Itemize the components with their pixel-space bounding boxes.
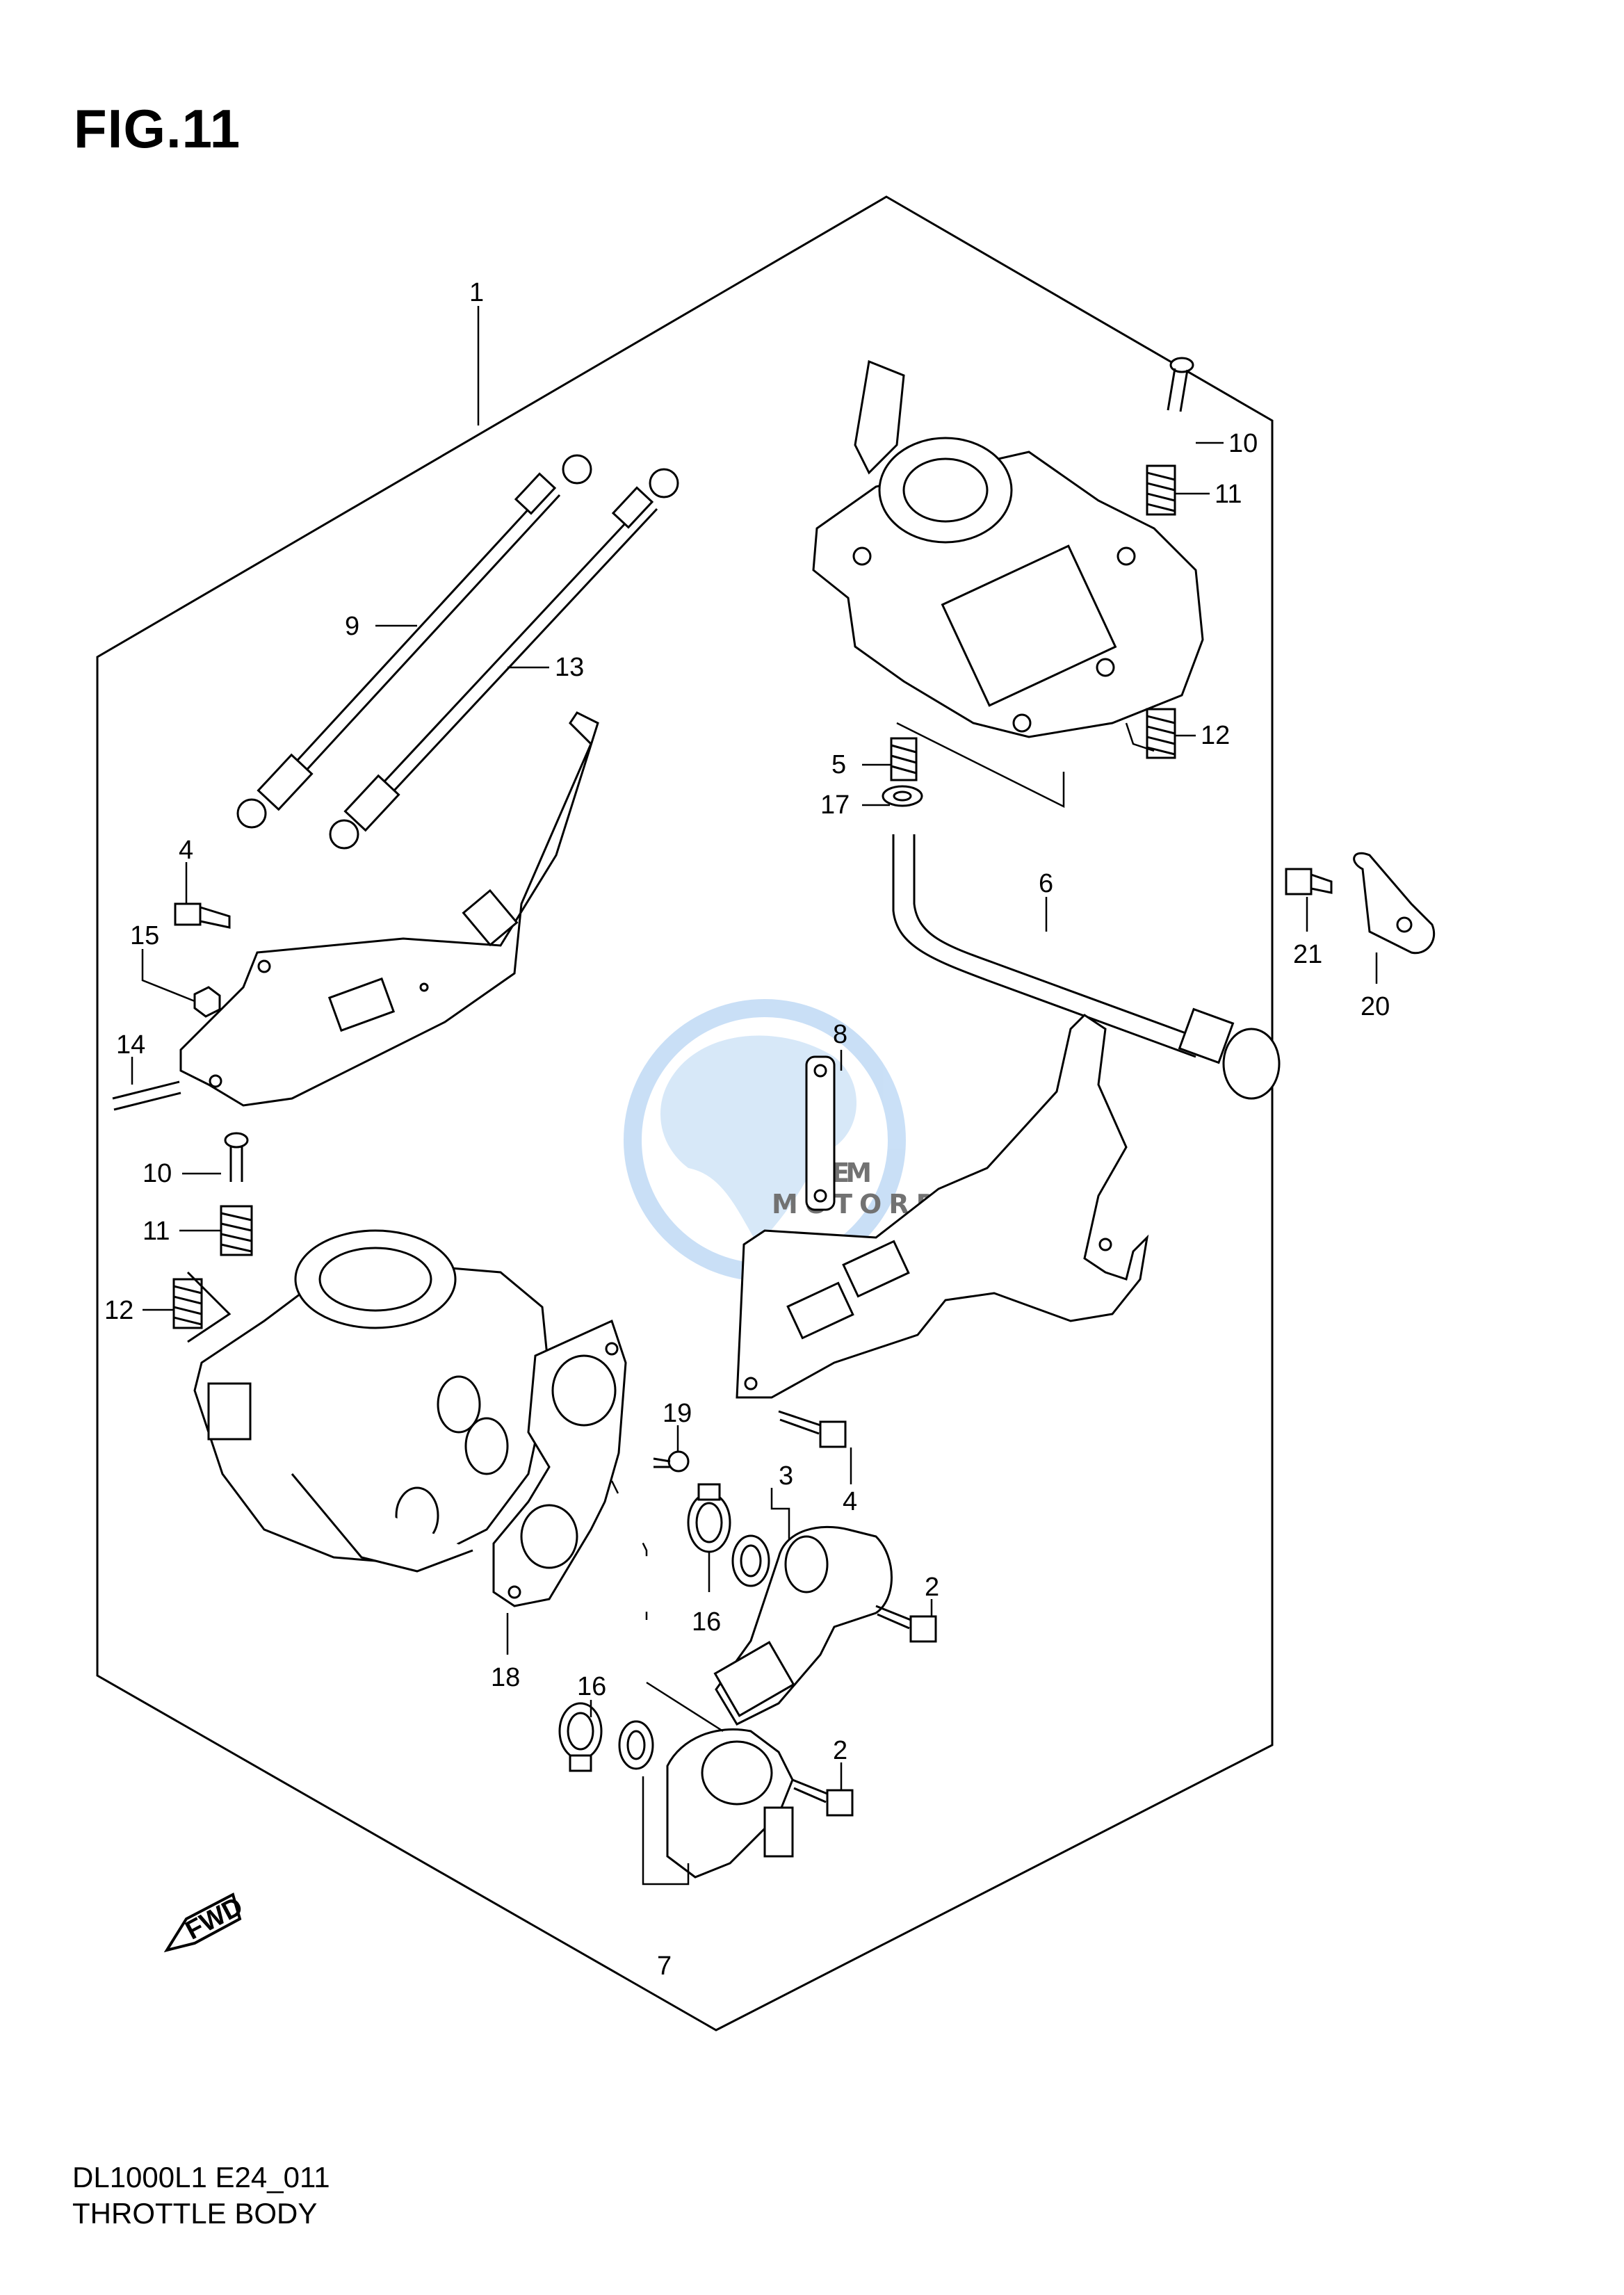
bolt-2-upper [875, 1605, 937, 1643]
callout-15: 15 [130, 921, 159, 950]
nut-15 [193, 986, 221, 1018]
rod-13 [329, 468, 679, 850]
bolt-21 [1285, 868, 1333, 895]
callout-4-right: 4 [843, 1487, 857, 1516]
callout-5: 5 [831, 750, 846, 779]
callout-18: 18 [491, 1663, 520, 1692]
clamp-16-lower [558, 1702, 603, 1772]
callout-13: 13 [555, 653, 584, 682]
callout-12-lower: 12 [104, 1296, 133, 1325]
callout-16-upper: 16 [692, 1607, 721, 1637]
spring-5 [890, 737, 918, 781]
callout-7: 7 [657, 1952, 672, 1981]
callout-12-upper: 12 [1201, 721, 1230, 750]
callout-11-upper: 11 [1215, 480, 1242, 509]
callout-4-left: 4 [179, 836, 193, 865]
callout-1: 1 [469, 278, 484, 307]
spring-11-lower [220, 1205, 253, 1256]
washer-17 [882, 785, 923, 807]
leader-lines-lower [610, 1480, 724, 1733]
callout-14: 14 [116, 1030, 145, 1060]
callout-leaders [131, 306, 1378, 1886]
left-bracket [179, 711, 599, 1107]
throttle-body-upper [812, 359, 1204, 738]
gasket-plate-18 [492, 1319, 627, 1607]
bracket-20 [1353, 852, 1436, 955]
callout-10-lower: 10 [143, 1159, 172, 1188]
callout-17: 17 [820, 790, 850, 820]
bolt-4-right [778, 1410, 847, 1448]
leader-lines-upper [896, 722, 1155, 809]
strap-8 [805, 1055, 836, 1211]
fwd-marker: FWD [163, 1892, 247, 1953]
footer-model-code: DL1000L1 E24_011 [72, 2161, 330, 2193]
callout-20: 20 [1361, 992, 1390, 1021]
fwd-label: FWD [181, 1892, 247, 1946]
spring-11-upper [1146, 464, 1176, 516]
callout-numbers: 1 9 13 4 15 14 10 11 12 10 11 12 5 17 6 … [104, 278, 1390, 1981]
throttle-body-lower [193, 1229, 551, 1573]
forward-arrow-icon [163, 1892, 242, 1953]
callout-8: 8 [833, 1020, 847, 1049]
spring-12-lower [172, 1271, 232, 1343]
callout-10-upper: 10 [1228, 429, 1258, 458]
callout-6: 6 [1039, 869, 1053, 898]
callout-2-upper: 2 [925, 1573, 939, 1602]
stud-14 [112, 1080, 181, 1111]
callout-21: 21 [1293, 940, 1322, 969]
o-ring-7 [618, 1720, 654, 1770]
throttle-sensor-upper [713, 1525, 893, 1726]
rod-9 [236, 454, 592, 829]
bolt-2-lower [792, 1778, 854, 1817]
figure-title: FIG.11 [74, 98, 241, 159]
bolt-4-left [174, 902, 231, 929]
footer-section-name: THROTTLE BODY [72, 2197, 318, 2230]
clamp-16-upper [687, 1483, 731, 1553]
screw-19 [653, 1450, 690, 1473]
throttle-sensor-lower [666, 1728, 794, 1879]
assembly-outline [96, 195, 1274, 2032]
callout-11-lower: 11 [143, 1217, 170, 1246]
callout-2-lower: 2 [833, 1736, 847, 1765]
screw-10-upper [1167, 357, 1194, 412]
callout-9: 9 [345, 612, 359, 641]
callout-3: 3 [779, 1461, 793, 1491]
tube-6 [892, 834, 1281, 1100]
callout-16-lower: 16 [577, 1672, 606, 1701]
right-bracket [736, 1014, 1149, 1399]
callout-19: 19 [663, 1399, 692, 1428]
o-ring-3 [731, 1534, 770, 1587]
screw-10-lower [224, 1132, 249, 1182]
